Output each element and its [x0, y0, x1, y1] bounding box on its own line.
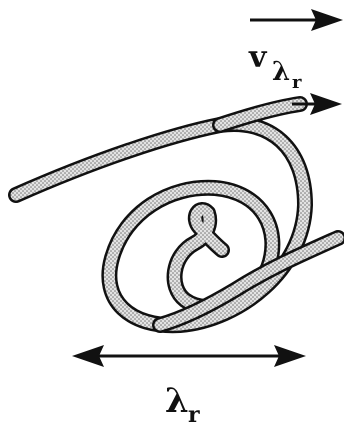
spiral-wave-band [16, 104, 338, 325]
wavelength-symbol: λ [165, 381, 189, 421]
velocity-subscript-lambda: λ [272, 57, 290, 87]
wavelength-label: λ r [165, 381, 200, 428]
velocity-subscript-r: r [292, 72, 302, 93]
velocity-arrow [250, 9, 343, 31]
velocity-label: v λ r [248, 40, 302, 93]
wavelength-subscript-r: r [188, 402, 200, 428]
velocity-symbol: v [248, 40, 268, 75]
wavelength-arrow [72, 345, 306, 367]
